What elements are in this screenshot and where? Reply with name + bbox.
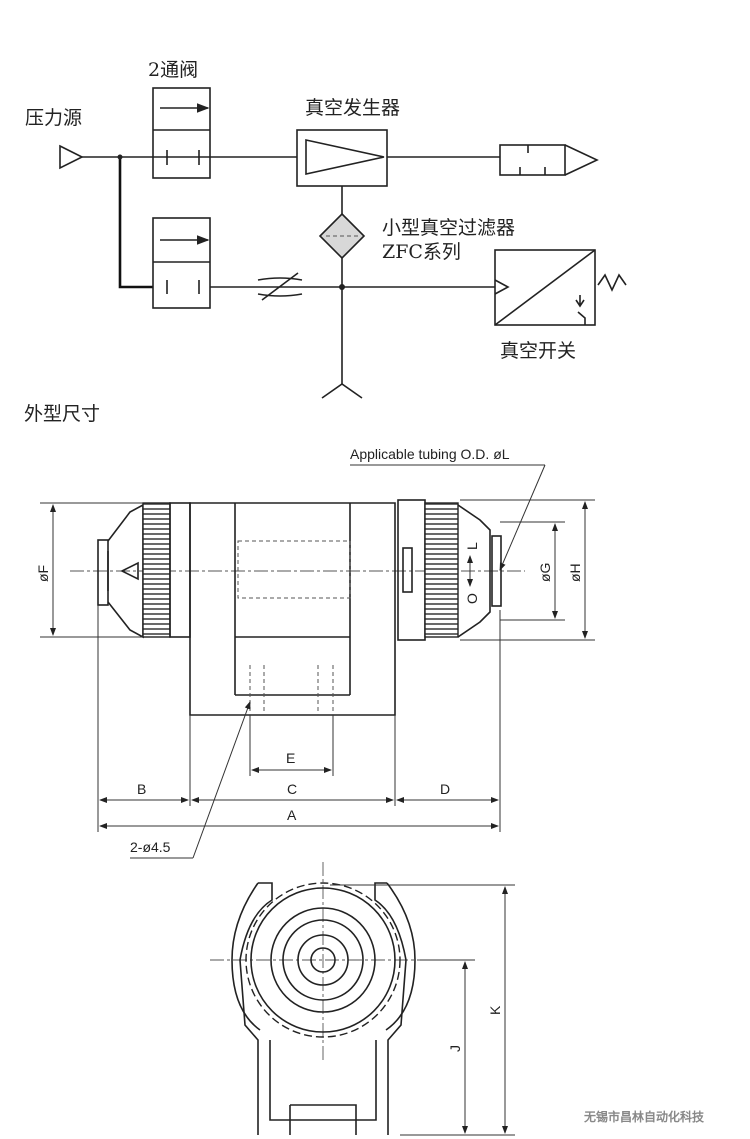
vacuum-generator-symbol	[296, 129, 388, 187]
dim-J: J	[447, 1045, 463, 1052]
vacuum-filter-label: 小型真空过滤器	[382, 217, 515, 239]
end-view: J K	[210, 862, 515, 1136]
pneumatic-schematic: 压力源 2通阀 真空发生器	[25, 59, 627, 399]
dim-A: A	[287, 807, 297, 823]
vacuum-switch-symbol	[494, 249, 627, 326]
dim-L: L	[464, 542, 480, 550]
dim-B: B	[137, 781, 146, 797]
section-title: 外型尺寸	[24, 403, 100, 425]
dim-K: K	[487, 1005, 503, 1015]
dim-H: øH	[567, 563, 583, 582]
side-view: øF øG øH L O Applicable tubing O.D. øL E…	[35, 446, 595, 859]
dim-G: øG	[537, 563, 553, 582]
dim-E: E	[286, 750, 295, 766]
two-way-valve-label: 2通阀	[148, 59, 198, 81]
silencer-symbol	[499, 144, 599, 176]
throttle-valve-symbol	[257, 272, 303, 301]
pressure-source-label: 压力源	[25, 107, 82, 129]
vacuum-switch-label: 真空开关	[500, 340, 576, 362]
dim-C: C	[287, 781, 297, 797]
suction-cup-symbol	[321, 383, 363, 399]
watermark: 无锡市昌林自动化科技	[583, 1109, 705, 1124]
dim-O: O	[464, 593, 480, 604]
filter-series-label: ZFC系列	[382, 241, 461, 263]
two-way-valve-1	[152, 87, 211, 179]
vacuum-filter-symbol	[318, 212, 366, 260]
hole-note: 2-ø4.5	[130, 839, 171, 855]
dim-F: øF	[35, 565, 51, 582]
pressure-source-symbol	[59, 144, 84, 170]
two-way-valve-2	[152, 217, 211, 309]
vacuum-generator-label: 真空发生器	[305, 97, 400, 119]
tubing-note: Applicable tubing O.D. øL	[350, 446, 510, 462]
dim-D: D	[440, 781, 450, 797]
